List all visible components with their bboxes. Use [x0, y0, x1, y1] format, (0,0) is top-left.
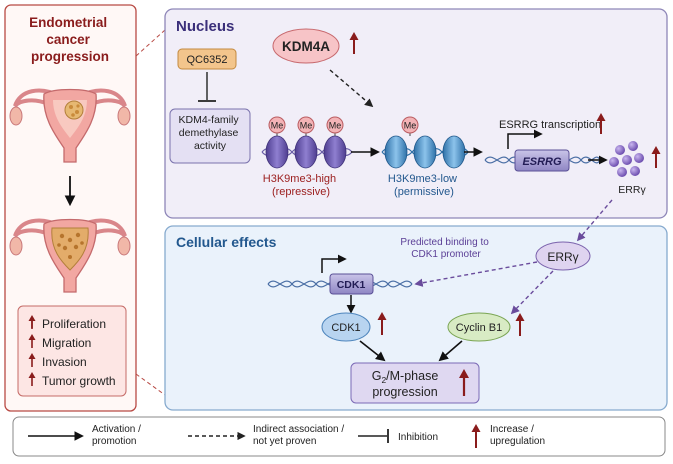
legend-indirect: Indirect association / not yet proven [188, 424, 347, 447]
transcription-start-arrow [507, 129, 543, 149]
cyclin-b1-label: Cyclin B1 [456, 322, 502, 334]
effect-label: Proliferation [42, 317, 106, 331]
svg-text:Me: Me [404, 121, 417, 131]
zoom-line-top [135, 29, 166, 57]
cellular-effects-title: Cellular effects [176, 234, 277, 250]
cdk1-to-g2m-arrow [359, 340, 386, 362]
effect-label: Tumor growth [42, 374, 116, 388]
cyclin-to-g2m-arrow [438, 340, 463, 362]
cdk1-protein-label: CDK1 [331, 322, 360, 334]
transcription-up-icon [596, 113, 606, 121]
esrrg-transcription-label: ESRRG transcription [499, 119, 601, 131]
cdk1-gene-box [329, 273, 374, 295]
nucleus-title: Nucleus [176, 18, 234, 35]
cdk1-transcription-arrow [321, 254, 347, 273]
cdk1-protein-node [321, 312, 371, 342]
demethylase-box [169, 108, 251, 164]
errg-protein-label: ERRγ [618, 184, 646, 196]
me-mark: Me [401, 116, 419, 134]
cdk1-up-icon [377, 312, 387, 320]
qc6352-box [177, 48, 237, 70]
legend-activation: Activation / promotion [28, 424, 144, 447]
h3k9me3-low-label: H3K9me3-low (permissive) [388, 173, 460, 198]
effect-label: Invasion [42, 355, 87, 369]
svg-text:Me: Me [300, 121, 313, 131]
g2m-up-icon [459, 369, 469, 378]
kdm4a-to-low-arrow [329, 69, 374, 108]
me-mark: Me [297, 116, 315, 134]
svg-text:Inhibition: Inhibition [398, 432, 438, 443]
demethylase-label: KDM4-family demethylase activity [178, 114, 241, 152]
kdm4a-label: KDM4A [282, 39, 330, 54]
effects-box [17, 305, 127, 397]
svg-text:Activation / promotion: Activation / promotion [92, 424, 144, 447]
svg-text:Indirect association / n: Indirect association / not yet proven [253, 424, 347, 447]
effects-list: Proliferation Migration Invasion Tumor g… [28, 315, 116, 388]
uterus-early-icon [9, 88, 131, 163]
nucleosome-high-group [261, 132, 353, 169]
cyclin-up-icon [515, 313, 525, 321]
me-mark: Me [326, 116, 344, 134]
me-mark: Me [268, 116, 286, 134]
h3k9me3-high-label: H3K9me3-high (repressive) [263, 173, 339, 198]
effect-item: Invasion [28, 353, 87, 369]
svg-text:Increase / upregulation: Increase / upregulation [490, 424, 545, 447]
predicted-binding-label: Predicted binding to CDK1 promoter [400, 237, 491, 260]
effect-item: Proliferation [28, 315, 106, 331]
legend-inhibition: Inhibition [358, 429, 438, 443]
kdm4a-node [272, 28, 340, 64]
errg-node [535, 241, 591, 271]
errg-to-cyclin-arrow [510, 270, 554, 315]
kdm4a-up-icon [349, 32, 359, 40]
legend-increase: Increase / upregulation [471, 424, 545, 448]
effect-label: Migration [42, 336, 91, 350]
cyclin-b1-node [447, 312, 511, 342]
esrrg-gene-label: ESRRG [522, 156, 562, 168]
svg-text:Me: Me [329, 121, 342, 131]
cdk1-gene-label: CDK1 [337, 279, 366, 291]
g2m-progression-box [350, 362, 480, 404]
g2m-label-line2: progression [372, 385, 437, 399]
esrrg-gene-box [514, 149, 570, 172]
protein-to-errg-node-arrow [576, 199, 613, 242]
nucleosome-low-group [381, 132, 469, 169]
errg-protein-cluster [609, 141, 644, 177]
zoom-line-bottom [135, 373, 166, 396]
left-panel-title: Endometrial cancer progression [29, 15, 111, 64]
errg-up-icon [651, 146, 661, 154]
uterus-advanced-icon [9, 218, 131, 293]
effect-item: Migration [28, 334, 91, 350]
legend-box [12, 416, 666, 457]
effect-item: Tumor growth [28, 372, 116, 388]
cellular-effects-panel [164, 225, 668, 411]
errg-node-label: ERRγ [547, 250, 578, 264]
qc6352-label: QC6352 [187, 54, 228, 66]
g2m-label-line1: G2/M-phase [372, 369, 439, 385]
svg-text:Me: Me [271, 121, 284, 131]
